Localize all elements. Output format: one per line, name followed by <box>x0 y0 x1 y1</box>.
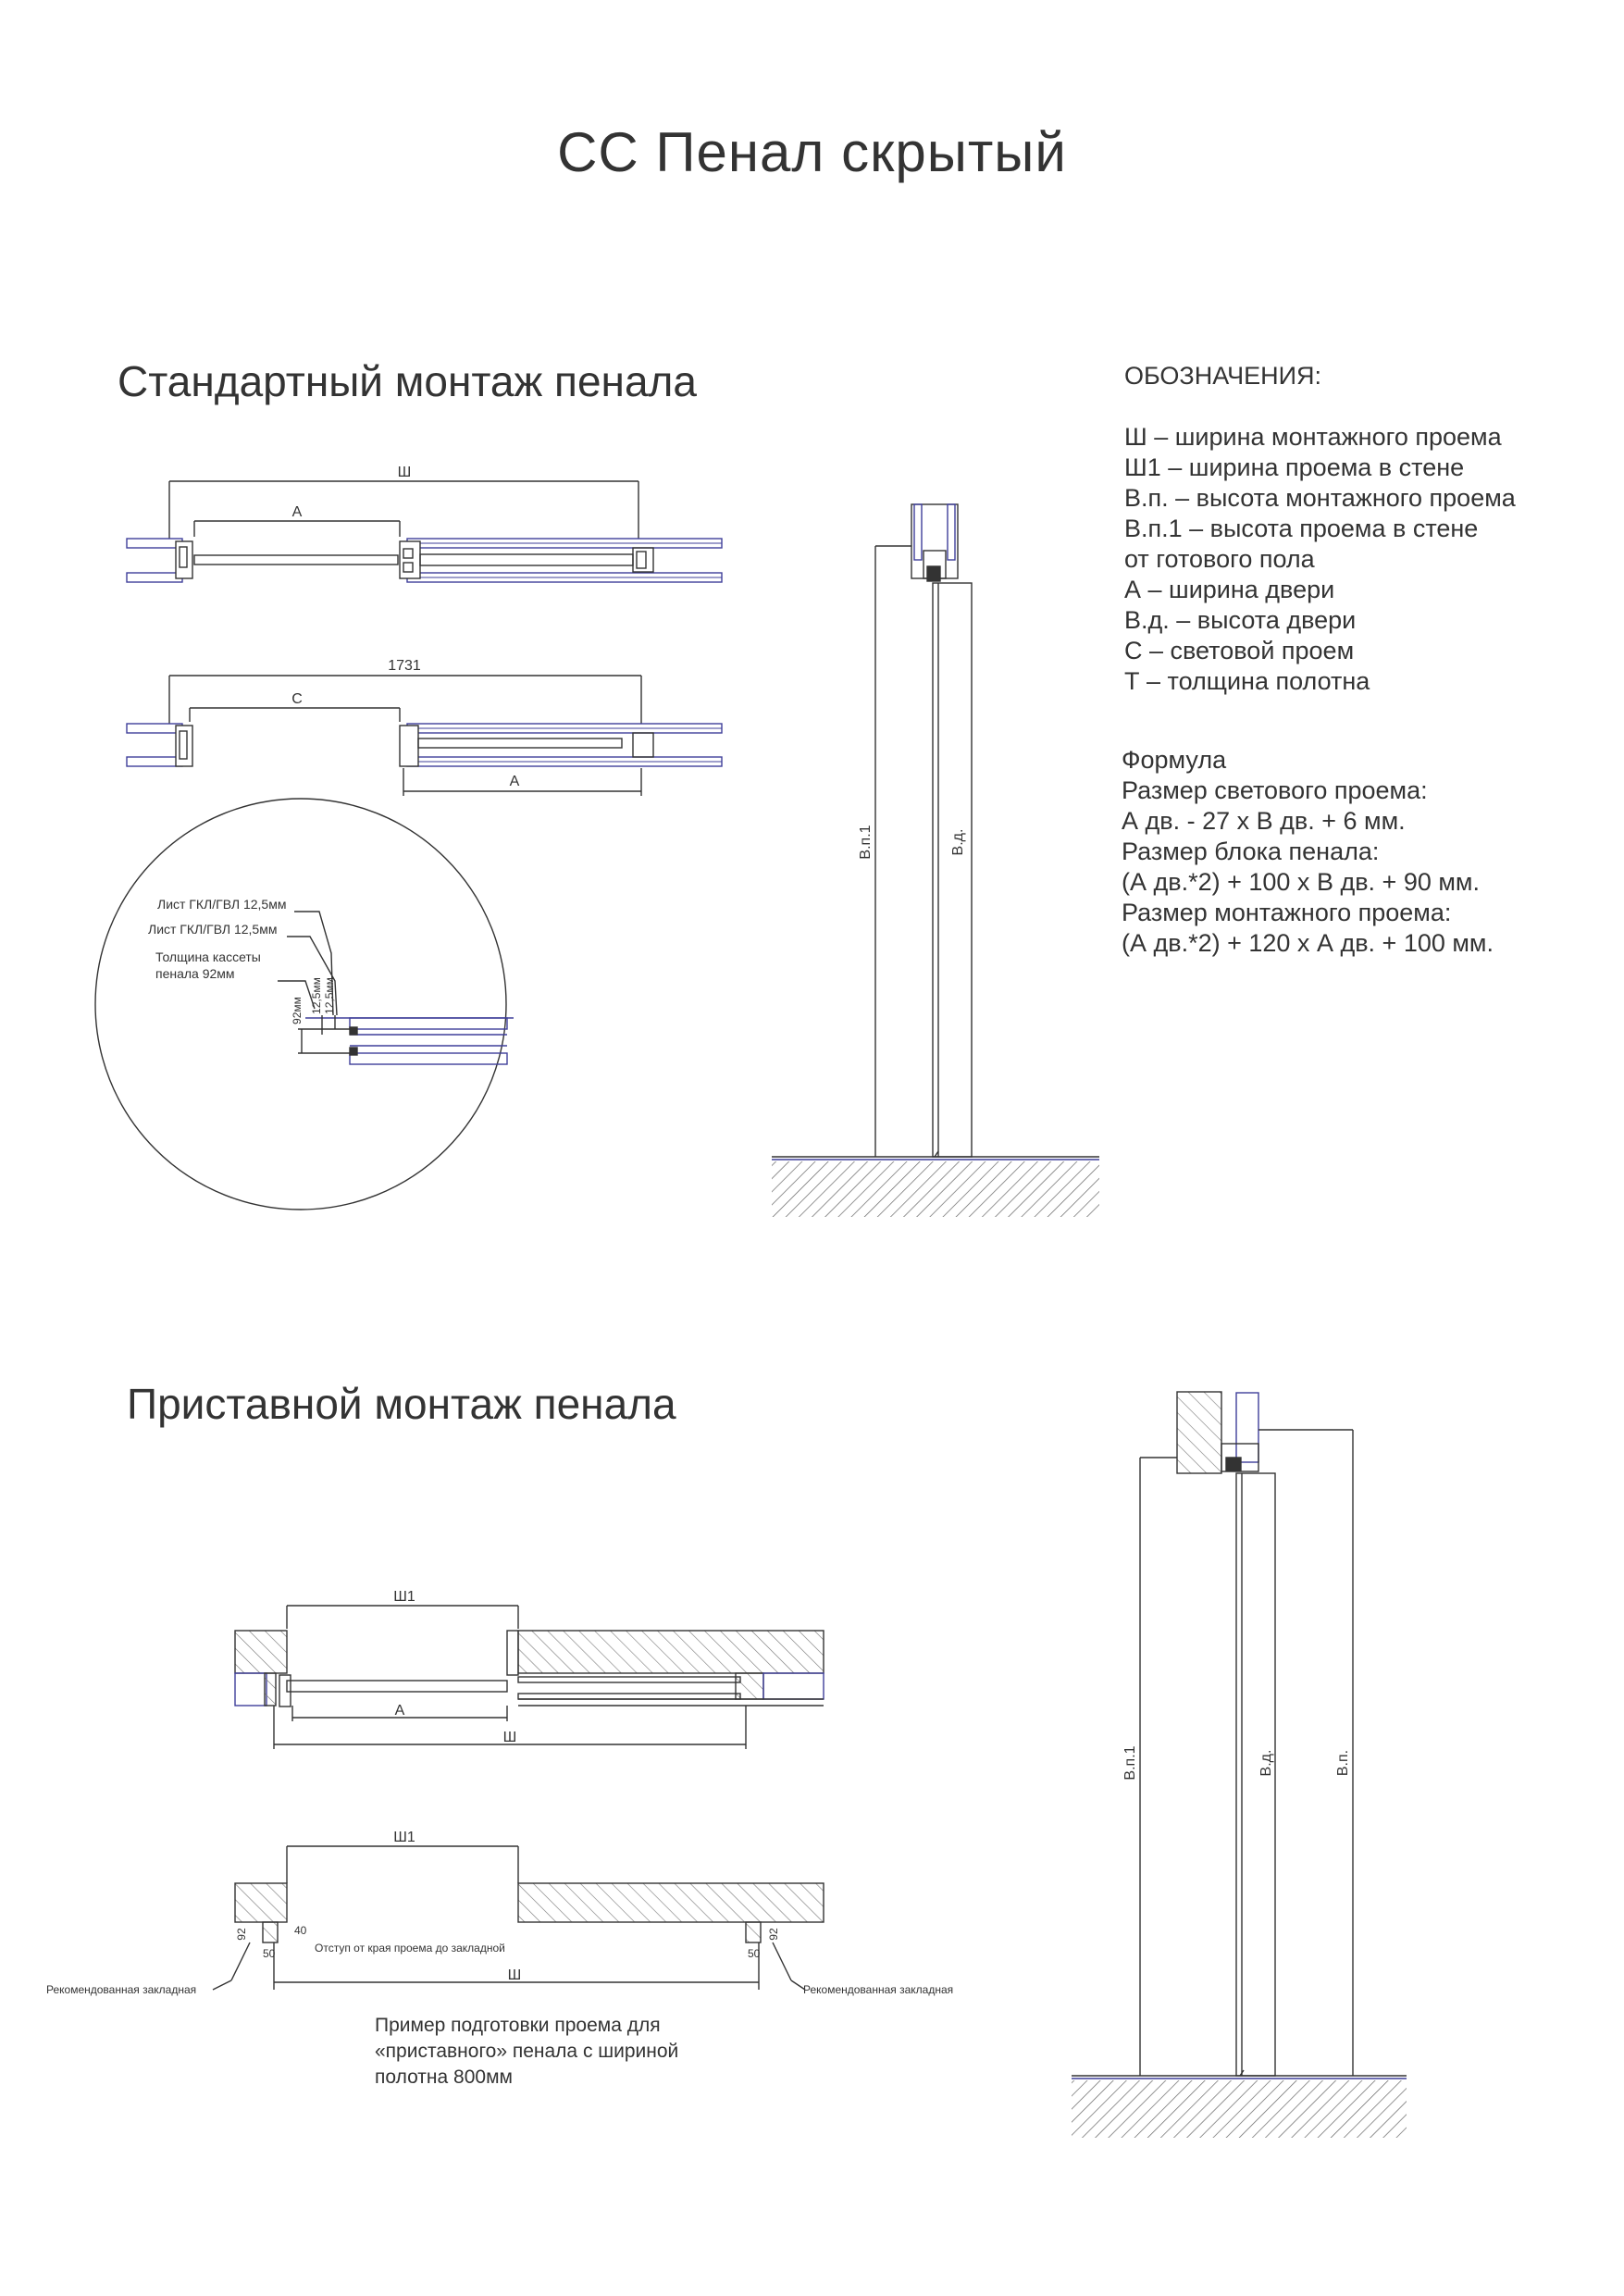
label-vp-b: В.п. <box>1335 1750 1351 1776</box>
label-40: 40 <box>294 1924 307 1937</box>
label-92-right: 92 <box>767 1928 780 1941</box>
label-92mm: 92мм <box>291 997 304 1024</box>
label-a3: А <box>395 1703 405 1719</box>
label-vp1: В.п.1 <box>858 825 874 859</box>
legend-heading: ОБОЗНАЧЕНИЯ: <box>1124 362 1322 390</box>
label-offset-note: Отступ от края проема до закладной <box>315 1942 505 1955</box>
label-125b: 12,5мм <box>323 977 336 1014</box>
label-50-right: 50 <box>748 1947 761 1960</box>
legend-item: В.д. – высота двери <box>1124 606 1357 634</box>
example-note-line: полотна 800мм <box>375 2066 513 2088</box>
label-a2: А <box>510 774 520 789</box>
legend-item: Ш1 – ширина проема в стене <box>1124 453 1465 481</box>
plan-view-standard-1 <box>126 480 723 583</box>
formula-heading: Формула <box>1122 746 1227 774</box>
plan-view-attached-1 <box>234 1605 824 1749</box>
label-sh-b: Ш <box>508 1967 522 1983</box>
detail-circle <box>94 798 514 1210</box>
page-title: СС Пенал скрытый <box>557 121 1067 183</box>
legend: ОБОЗНАЧЕНИЯ: Ш – ширина монтажного проем… <box>1124 361 1516 697</box>
example-note-line: Пример подготовки проема для <box>375 2015 661 2036</box>
label-sh1: Ш1 <box>393 1589 415 1605</box>
label-92-left: 92 <box>235 1928 248 1941</box>
legend-item: А – ширина двери <box>1124 576 1335 603</box>
formula-line: А дв. - 27 х В дв. + 6 мм. <box>1122 807 1406 835</box>
label-sh2: Ш <box>503 1730 517 1745</box>
label-a: А <box>292 504 303 520</box>
label-sheet1: Лист ГКЛ/ГВЛ 12,5мм <box>157 897 286 912</box>
formula-line: (А дв.*2) + 120 х А дв. + 100 мм. <box>1122 929 1494 957</box>
section-title-attached: Приставной монтаж пенала <box>127 1380 676 1428</box>
label-sh: Ш <box>398 465 412 480</box>
example-note-line: «приставного» пенала с шириной <box>375 2041 679 2062</box>
label-1731: 1731 <box>388 658 421 674</box>
label-recommended-left: Рекомендованная закладная <box>46 1983 196 1996</box>
label-125a: 12,5мм <box>310 977 323 1014</box>
legend-item: Т – толщина полотна <box>1124 667 1370 695</box>
plan-view-standard-2 <box>126 675 723 796</box>
label-sh1-b: Ш1 <box>393 1830 415 1845</box>
label-vd-b: В.д. <box>1258 1750 1274 1777</box>
label-sheet2: Лист ГКЛ/ГВЛ 12,5мм <box>148 922 277 937</box>
legend-item: В.п.1 – высота проема в стене <box>1124 515 1479 542</box>
plan-view-attached-2 <box>212 1845 824 1991</box>
legend-item: В.п. – высота монтажного проема <box>1124 484 1516 512</box>
label-cassette1: Толщина кассеты <box>155 949 261 964</box>
label-recommended-right: Рекомендованная закладная <box>803 1983 953 1996</box>
label-cassette2: пенала 92мм <box>155 966 235 981</box>
label-50-left: 50 <box>263 1947 276 1960</box>
formula-line: (А дв.*2) + 100 х В дв. + 90 мм. <box>1122 868 1480 896</box>
legend-item: от готового пола <box>1124 545 1315 573</box>
label-vp1-b: В.п.1 <box>1122 1745 1138 1780</box>
example-note: Пример подготовки проема для «приставног… <box>375 2013 678 2091</box>
formula-line: Размер светового проема: <box>1122 776 1428 804</box>
section-title-standard: Стандартный монтаж пенала <box>118 357 697 405</box>
legend-item: С – световой проем <box>1124 637 1355 664</box>
formula-line: Размер монтажного проема: <box>1122 899 1452 926</box>
label-vd: В.д. <box>950 829 966 856</box>
elevation-standard <box>772 503 1099 1217</box>
elevation-attached <box>1072 1391 1407 2138</box>
legend-item: Ш – ширина монтажного проема <box>1124 423 1502 451</box>
label-c: С <box>291 691 303 707</box>
formula-block: Формула Размер светового проема: А дв. -… <box>1122 745 1494 959</box>
formula-line: Размер блока пенала: <box>1122 838 1380 865</box>
